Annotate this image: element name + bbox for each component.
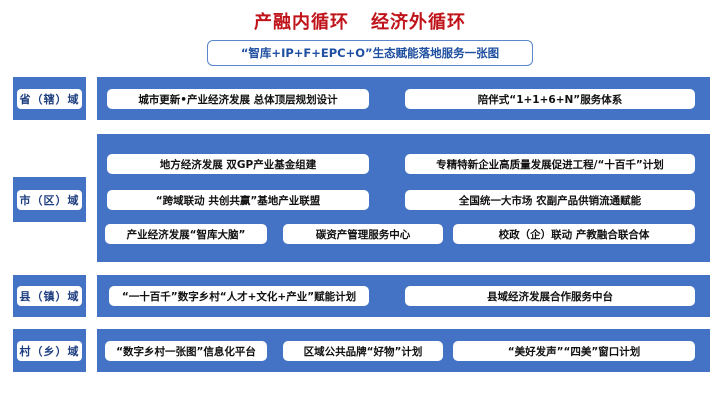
title-inner-cycle: 产融内循环 [254,12,349,33]
item-urban-renewal-planning: 城市更新•产业经济发展 总体顶层规划设计 [107,89,369,109]
item-carbon-asset-center: 碳资产管理服务中心 [283,224,443,244]
item-digital-village-map: “数字乡村一张图”信息化平台 [105,341,267,361]
subtitle-box: “智库+IP+F+EPC+O”生态赋能落地服务一张图 [207,40,533,66]
level-label-text: 市（区）域 [17,189,82,210]
level-panel-province: 城市更新•产业经济发展 总体顶层规划设计 陪伴式“1+1+6+N”服务体系 [97,77,710,120]
item-dual-gp-fund: 地方经济发展 双GP产业基金组建 [107,154,369,174]
level-label-text: 省（辖）域 [17,88,82,109]
level-label-province: 省（辖）域 [13,77,86,120]
item-think-tank-brain: 产业经济发展“智库大脑” [105,224,267,244]
title-outer-cycle: 经济外循环 [371,12,466,33]
subtitle-text: “智库+IP+F+EPC+O”生态赋能落地服务一张图 [240,46,500,60]
item-cross-region-alliance: “跨域联动 共创共赢”基地产业联盟 [107,190,369,210]
level-label-village: 村（乡）域 [13,329,86,372]
item-digital-village-talent-plan: “一十百千”数字乡村“人才+文化+产业”赋能计划 [109,286,369,306]
level-panel-city: 地方经济发展 双GP产业基金组建 专精特新企业高质量发展促进工程/“十百千”计划… [97,134,710,262]
item-specialized-enterprise-program: 专精特新企业高质量发展促进工程/“十百千”计划 [405,154,695,174]
level-panel-county: “一十百千”数字乡村“人才+文化+产业”赋能计划 县域经济发展合作服务中台 [97,275,710,317]
level-label-text: 县（镇）域 [17,286,82,306]
main-title: 产融内循环 经济外循环 [0,8,720,34]
item-national-market-agri: 全国统一大市场 农副产品供销流通赋能 [405,190,695,210]
item-four-beauty-window: “美好发声”“四美”窗口计划 [453,341,695,361]
item-regional-brand-goods: 区域公共品牌“好物”计划 [283,341,443,361]
level-label-city: 市（区）域 [13,177,86,222]
level-label-county: 县（镇）域 [13,275,86,317]
item-county-economy-hub: 县域经济发展合作服务中台 [405,286,695,306]
item-companion-service-system: 陪伴式“1+1+6+N”服务体系 [405,89,695,109]
level-label-text: 村（乡）域 [17,340,82,361]
level-panel-village: “数字乡村一张图”信息化平台 区域公共品牌“好物”计划 “美好发声”“四美”窗口… [97,329,710,372]
item-school-gov-alliance: 校政（企）联动 产教融合联合体 [453,224,695,244]
